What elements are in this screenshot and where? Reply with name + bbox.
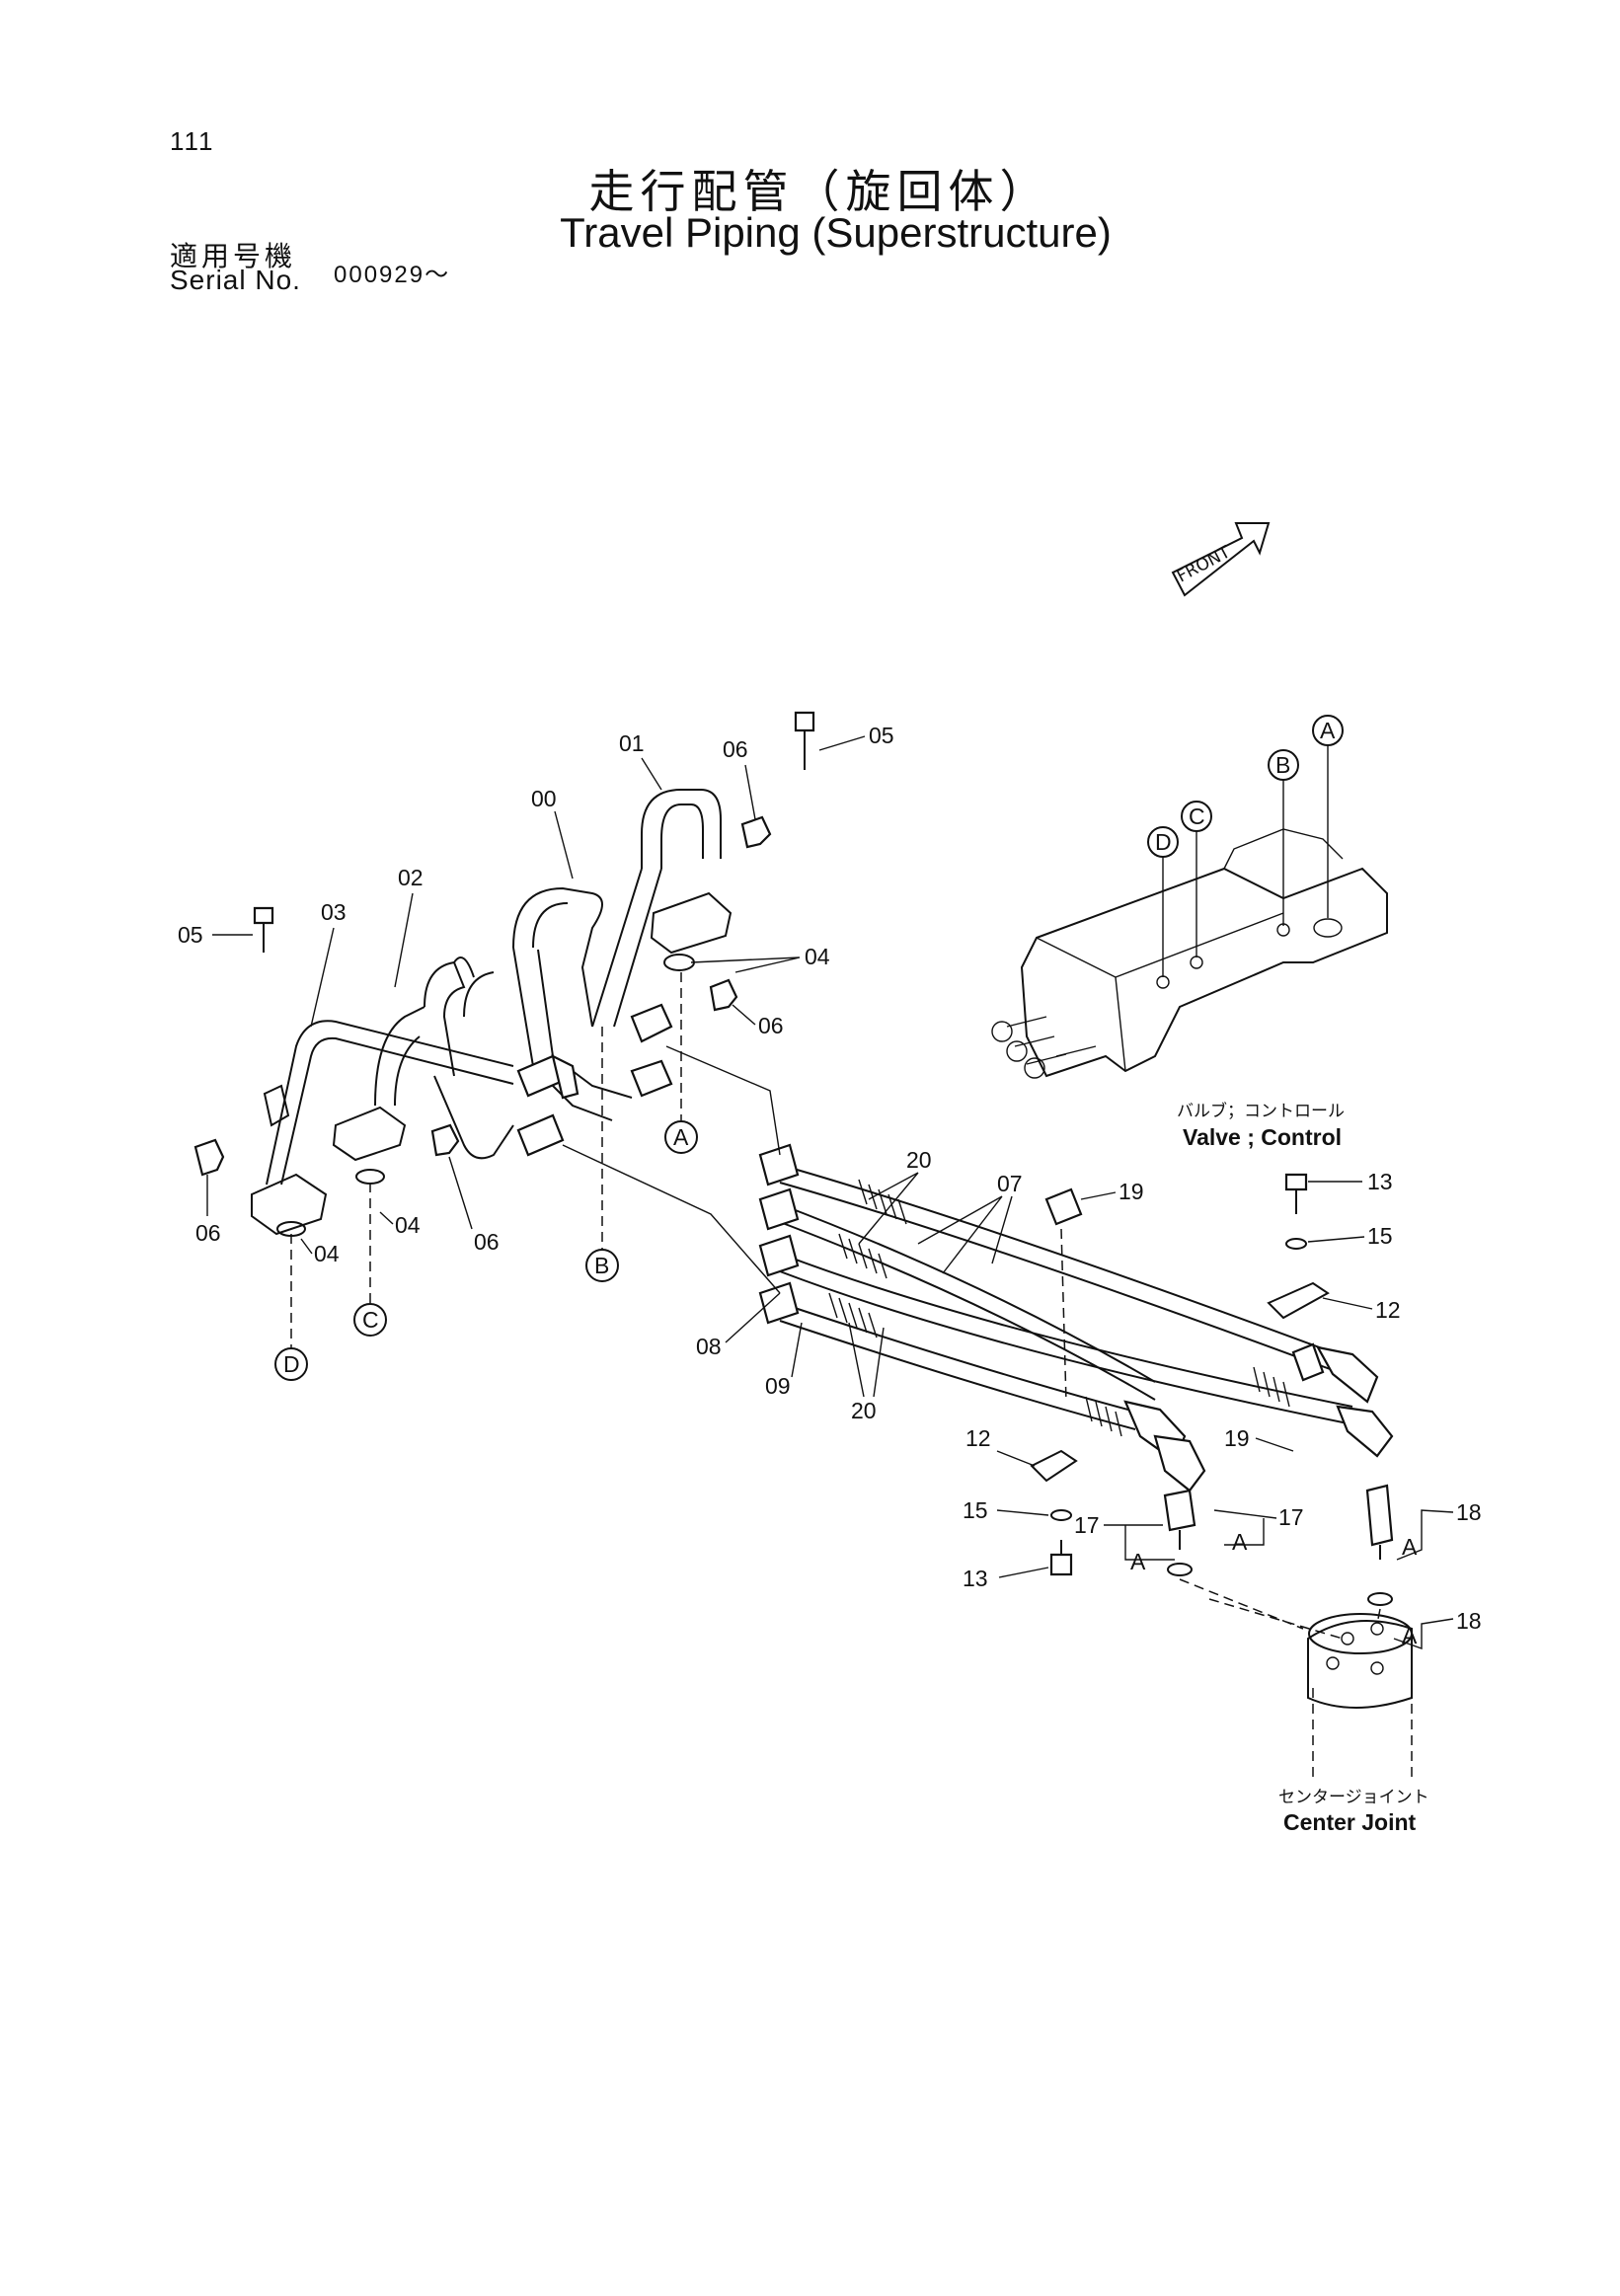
part-label-17-a: 17 bbox=[1074, 1512, 1100, 1538]
port-label-b-valve: B bbox=[1275, 752, 1290, 778]
part-label-06-c: 06 bbox=[195, 1220, 221, 1246]
port-label-c: C bbox=[362, 1307, 379, 1333]
part-label-19-b: 19 bbox=[1224, 1425, 1250, 1451]
part-label-06-a: 06 bbox=[723, 736, 748, 762]
valve-label-english: Valve ; Control bbox=[1183, 1124, 1342, 1150]
part-label-06-d: 06 bbox=[474, 1229, 500, 1255]
part-label-12-a: 12 bbox=[1375, 1297, 1401, 1323]
port-label-a-17a: A bbox=[1130, 1549, 1146, 1574]
part-label-17-b: 17 bbox=[1278, 1504, 1304, 1530]
part-label-18-a: 18 bbox=[1456, 1499, 1482, 1525]
center-joint-label-japanese: センタージョイント bbox=[1278, 1788, 1429, 1807]
part-label-04-c: 04 bbox=[314, 1241, 340, 1266]
page-number: 111 bbox=[170, 126, 215, 156]
part-label-05-a: 05 bbox=[869, 723, 894, 748]
part-number-labels: 00 01 02 03 04 04 04 05 05 06 06 06 06 0… bbox=[178, 723, 1482, 1649]
part-label-02: 02 bbox=[398, 865, 424, 890]
serial-label-english: Serial No. bbox=[170, 265, 301, 295]
port-label-a-18a: A bbox=[1402, 1534, 1418, 1560]
port-label-b: B bbox=[594, 1253, 609, 1278]
title-japanese: 走行配管（旋回体） bbox=[588, 165, 1051, 218]
port-label-c-valve: C bbox=[1189, 804, 1205, 829]
serial-value: 000929～ bbox=[334, 262, 451, 288]
part-label-15-b: 15 bbox=[963, 1497, 988, 1523]
part-label-15-a: 15 bbox=[1367, 1223, 1393, 1249]
title-english: Travel Piping (Superstructure) bbox=[560, 209, 1112, 256]
part-label-18-b: 18 bbox=[1456, 1608, 1482, 1634]
hoses bbox=[758, 1143, 1394, 1492]
part-label-00: 00 bbox=[531, 786, 557, 811]
part-label-19-a: 19 bbox=[1119, 1179, 1144, 1204]
port-label-d: D bbox=[283, 1351, 300, 1377]
center-joint-label-english: Center Joint bbox=[1283, 1809, 1417, 1835]
steel-pipes bbox=[193, 711, 815, 1237]
port-callouts: D C B A bbox=[274, 972, 781, 1381]
part-label-09: 09 bbox=[765, 1373, 791, 1399]
part-label-08: 08 bbox=[696, 1334, 722, 1359]
part-label-03: 03 bbox=[321, 899, 347, 925]
port-label-d-valve: D bbox=[1155, 829, 1172, 855]
part-label-13-a: 13 bbox=[1367, 1169, 1393, 1194]
port-label-a-17b: A bbox=[1232, 1529, 1248, 1555]
center-joint-drawing bbox=[1163, 1484, 1413, 1777]
port-label-a-18b: A bbox=[1402, 1623, 1418, 1648]
front-arrow-icon: FRONT bbox=[1171, 522, 1271, 597]
valve-label-japanese: バルブ；コントロール bbox=[1177, 1101, 1345, 1121]
part-label-12-b: 12 bbox=[965, 1425, 991, 1451]
part-label-01: 01 bbox=[619, 730, 645, 756]
part-label-04-b: 04 bbox=[395, 1212, 421, 1238]
part-label-20-b: 20 bbox=[851, 1398, 877, 1423]
part-label-07: 07 bbox=[997, 1171, 1023, 1196]
part-label-04-a: 04 bbox=[805, 944, 830, 969]
port-label-a: A bbox=[673, 1124, 689, 1150]
part-label-05-b: 05 bbox=[178, 922, 203, 948]
part-label-13-b: 13 bbox=[963, 1566, 988, 1591]
control-valve-drawing: A B C D bbox=[991, 715, 1388, 1079]
clamp-hardware bbox=[1030, 1173, 1330, 1576]
part-label-06-b: 06 bbox=[758, 1013, 784, 1038]
port-label-a-valve: A bbox=[1320, 718, 1336, 743]
part-label-20-a: 20 bbox=[906, 1147, 932, 1173]
serial-label-japanese: 適用号機 bbox=[170, 240, 297, 272]
